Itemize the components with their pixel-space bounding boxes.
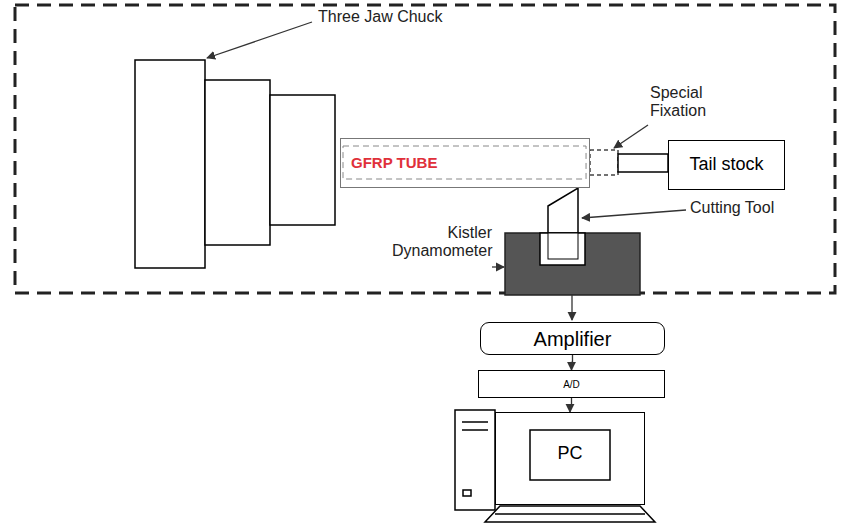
special-fixation: [590, 150, 668, 175]
tail-stock-box: Tail stock: [668, 140, 785, 190]
node-text: Amplifier: [534, 328, 612, 350]
part-label: Kistler Dynamometer: [392, 224, 492, 261]
computer: [455, 410, 655, 522]
signal-arrow: [570, 398, 572, 412]
part-label: Special Fixation: [650, 84, 730, 121]
gfrp-tube: GFRP TUBE: [340, 138, 590, 188]
screen-outline: [530, 430, 610, 480]
node-text: Tail stock: [689, 155, 763, 175]
kistler-dynamometer: [505, 233, 640, 295]
three-jaw-chuck: [135, 60, 335, 268]
node-text: A/D: [563, 379, 580, 390]
machine-boundary: [15, 5, 835, 293]
pc-monitor: PC: [495, 412, 645, 505]
part-label: Three Jaw Chuck: [318, 8, 488, 26]
amplifier-box: Amplifier: [480, 322, 665, 355]
part-label: Cutting Tool: [690, 199, 820, 217]
ad-converter-box: A/D: [478, 370, 665, 398]
signal-arrow: [572, 355, 573, 370]
node-text: GFRP TUBE: [351, 155, 437, 172]
tube-bore-outline: [343, 146, 586, 179]
node-text: PC: [557, 444, 582, 464]
leader-lines: [207, 22, 686, 320]
